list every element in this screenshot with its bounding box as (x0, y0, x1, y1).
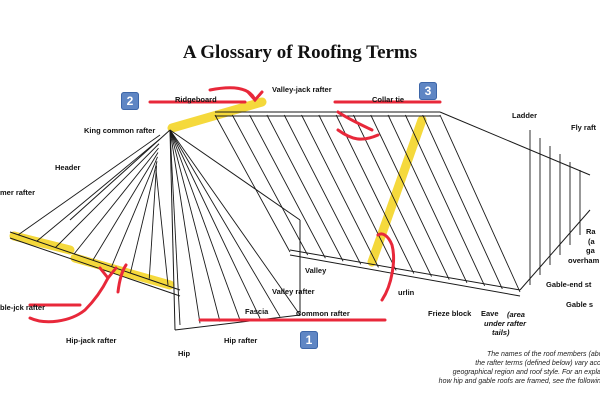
rafter-line (169, 129, 281, 317)
label-rake-sub2: ga (586, 246, 595, 255)
rafter-line (301, 114, 379, 268)
rafter-line (169, 129, 261, 319)
rafter-line (169, 129, 181, 326)
label-gable-end-stud: Gable-end st (546, 280, 592, 289)
rafter-line (318, 114, 397, 271)
rafter-line (231, 114, 309, 256)
label-rake: Ra (586, 227, 596, 236)
label-eave-sub1: (area (507, 310, 525, 319)
page-title: A Glossary of Roofing Terms (182, 42, 418, 63)
label-common-rafter: Common rafter (296, 309, 350, 318)
label-ladder: Ladder (512, 111, 538, 120)
rafter-line (266, 114, 344, 262)
rafter-line (283, 114, 362, 265)
rafter-line (404, 114, 486, 287)
label-eave-sub3: tails) (492, 328, 510, 337)
rafter-line (55, 143, 160, 248)
number-badge-1: 1 (300, 331, 318, 349)
caption-line: geographical region and roof style. For … (452, 369, 600, 376)
caption-line: The names of the roof members (above), a (486, 351, 600, 358)
label-valley: Valley (305, 266, 327, 275)
rafter-line (130, 161, 158, 273)
rafter-line (148, 165, 157, 279)
label-valley-jack-rafter: Valley-jack rafter (272, 85, 332, 94)
rafter-line (249, 114, 326, 259)
label-hip-jack-left: ble-jck rafter (0, 303, 46, 312)
label-rake-sub3: overham (568, 256, 600, 265)
label-eave-sub2: under rafter (484, 319, 527, 328)
label-gable-stud: Gable s (566, 300, 594, 309)
rafter-line (169, 129, 221, 322)
label-frieze-block: Frieze block (428, 309, 472, 318)
rafter-line (155, 169, 169, 286)
label-fascia: Fascia (245, 307, 269, 316)
rafter-line (169, 129, 301, 316)
rafter-line (387, 114, 468, 283)
rafter-line (92, 152, 159, 261)
rafter-line (353, 114, 432, 277)
label-collar-tie: Collar tie (372, 95, 405, 104)
rafter-line (111, 156, 158, 267)
caption-line: how hip and gable roofs are framed, see … (438, 378, 600, 385)
label-valley-rafter: Valley rafter (272, 287, 315, 296)
rafter-line (169, 129, 201, 324)
caption-line: the rafter terms (defined below) vary ac… (475, 360, 600, 367)
rafter-line (214, 114, 291, 253)
label-eave: Eave (481, 309, 499, 318)
rafter-line (439, 114, 521, 293)
label-rake-sub1: (a (588, 237, 595, 246)
label-trimmer-rafter: mer rafter (0, 188, 36, 197)
rafters (17, 114, 581, 326)
label-king-common-rafter: King common rafter (84, 126, 156, 135)
label-fly-rafter: Fly raft (571, 123, 597, 132)
rafter-line (73, 147, 159, 255)
rafter-line (422, 114, 503, 290)
number-badge-2: 2 (121, 92, 139, 110)
red-annotations (28, 86, 442, 324)
label-hip-jack-rafter: Hip-jack rafter (66, 336, 117, 345)
number-badge-3: 3 (419, 82, 437, 100)
label-ridgeboard: Ridgeboard (175, 95, 217, 104)
rafter-line (169, 129, 241, 321)
caption-text: The names of the roof members (above), a… (420, 350, 600, 386)
rafter-line (36, 139, 160, 242)
label-hip-rafter: Hip rafter (224, 336, 258, 345)
rafter-line (335, 114, 415, 274)
label-hip: Hip (178, 349, 191, 358)
rafter-line (17, 134, 161, 236)
rafter-line (370, 114, 450, 280)
label-header: Header (55, 163, 81, 172)
label-purlin: urlin (398, 288, 415, 297)
